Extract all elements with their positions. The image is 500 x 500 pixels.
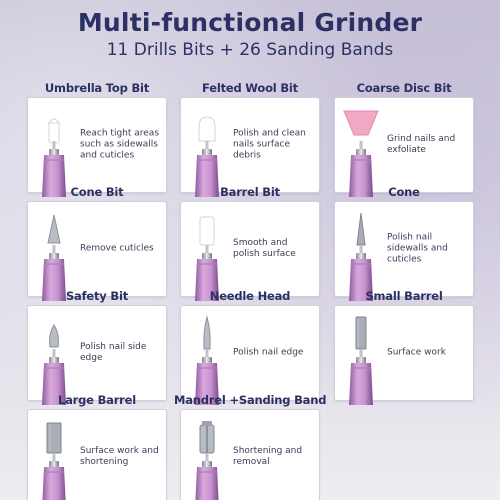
coarse-disc-bit-icon	[340, 103, 382, 197]
bit-label: Umbrella Top Bit	[44, 81, 150, 95]
bit-description: Grind nails and exfoliate	[387, 134, 456, 155]
bit-description: Surface work and shortening	[80, 446, 159, 467]
cone-bit-icon	[33, 207, 75, 301]
bit-description: Remove cuticles	[80, 243, 154, 254]
bit-label: Small Barrel	[365, 289, 443, 303]
bit-label: Coarse Disc Bit	[356, 81, 452, 95]
bit-description: Smooth and polish surface	[233, 238, 296, 259]
bit-cell-mandrel: Mandrel +Sanding Band Shortening and rem…	[174, 393, 326, 500]
bit-cell-large-barrel: Large Barrel Surface work and shortening	[27, 393, 167, 500]
bit-description: Reach tight areas such as sidewalls and …	[80, 128, 160, 161]
bit-description: Shortening and removal	[233, 446, 303, 467]
bit-description: Surface work	[387, 347, 446, 358]
bit-cell-small-barrel: Small Barrel Surface work	[334, 289, 474, 406]
bit-description: Polish nail edge	[233, 347, 304, 358]
bit-cell-barrel-bit: Barrel Bit Smooth and polish surface	[180, 185, 320, 302]
header: Multi-functional Grinder 11 Drills Bits …	[0, 8, 500, 60]
bit-cell-felted-wool: Felted Wool Bit Polish and clean nails s…	[180, 81, 320, 198]
large-barrel-icon	[33, 415, 75, 500]
bit-label: Safety Bit	[65, 289, 129, 303]
bit-cell-coarse-disc: Coarse Disc Bit Grind nails and exfoliat…	[334, 81, 474, 198]
bit-card: Polish and clean nails surface debris	[180, 97, 320, 193]
umbrella-bit-icon	[33, 103, 75, 197]
cone-icon	[340, 207, 382, 301]
bit-label: Cone	[388, 185, 420, 199]
barrel-bit-icon	[186, 207, 228, 301]
mandrel-sanding-band-icon	[186, 415, 228, 500]
page-subtitle: 11 Drills Bits + 26 Sanding Bands	[106, 40, 394, 60]
bit-label: Felted Wool Bit	[202, 81, 298, 95]
needle-head-icon	[186, 311, 228, 405]
page-title: Multi-functional Grinder	[77, 8, 423, 37]
bit-cell-cone: Cone Polish nail sidewalls and cuticles	[334, 185, 474, 302]
bit-label: Large Barrel	[57, 393, 136, 407]
bit-label: Cone Bit	[70, 185, 124, 199]
bit-description: Polish nail sidewalls and cuticles	[387, 232, 448, 265]
small-barrel-icon	[340, 311, 382, 405]
bit-cell-cone-bit: Cone Bit Remove cuticles	[27, 185, 167, 302]
bit-cell-needle-head: Needle Head Polish nail edge	[180, 289, 320, 406]
felted-wool-bit-icon	[186, 103, 228, 197]
bit-label: Mandrel +Sanding Band	[174, 393, 327, 407]
bit-label: Needle Head	[209, 289, 291, 303]
bit-description: Polish and clean nails surface debris	[233, 128, 306, 161]
bit-cell-umbrella: Umbrella Top Bit Reach tight areas such …	[27, 81, 167, 198]
bit-cell-safety-bit: Safety Bit Polish nail side edge	[27, 289, 167, 406]
bit-label: Barrel Bit	[220, 185, 280, 199]
bit-description: Polish nail side edge	[80, 342, 147, 363]
safety-bit-icon	[33, 311, 75, 405]
